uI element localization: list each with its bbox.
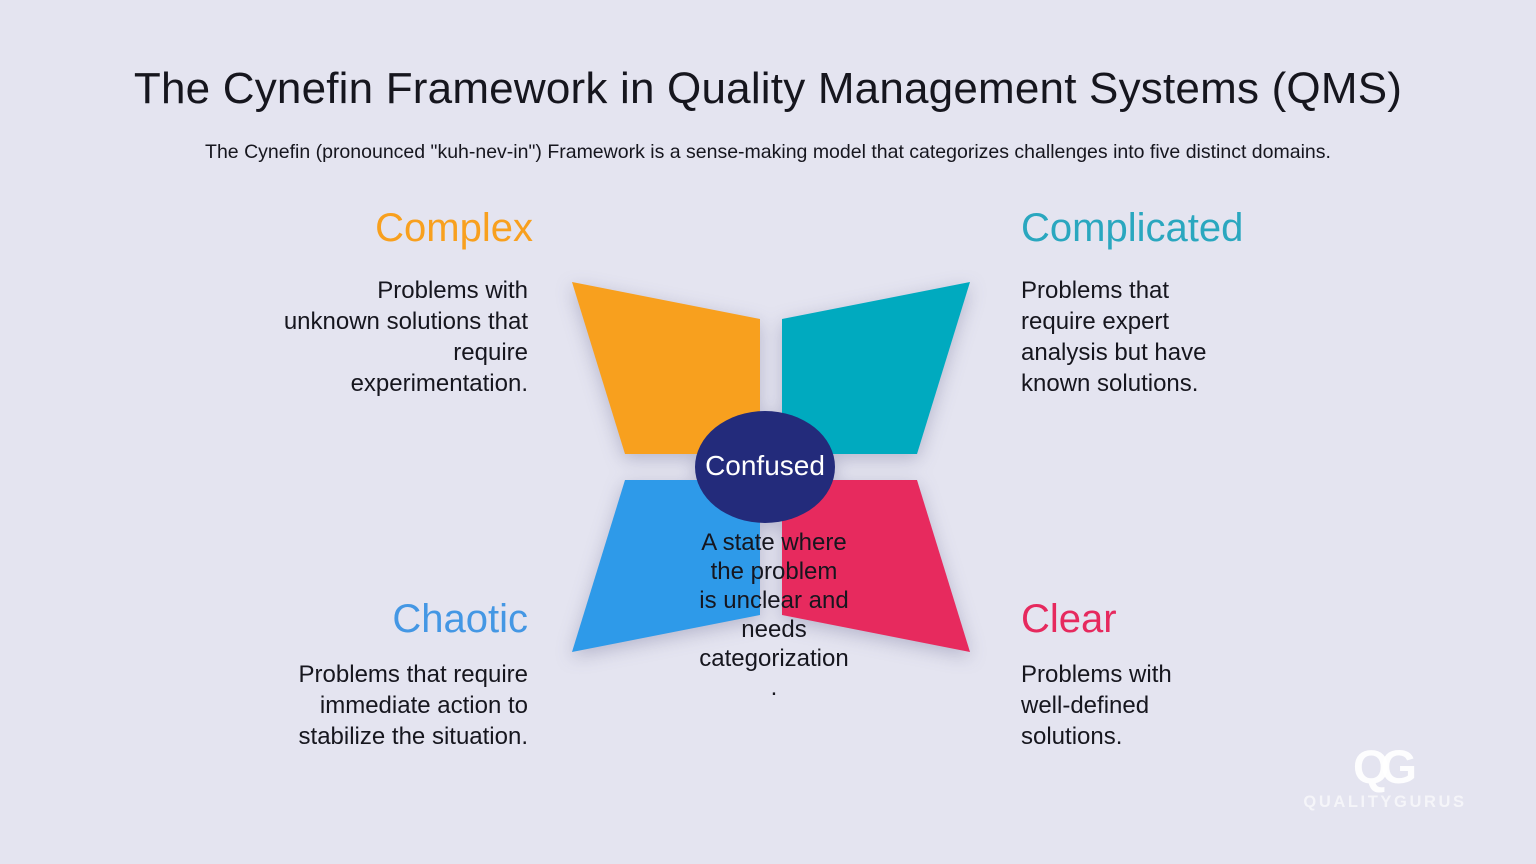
qualitygurus-logo: QG QUALITYGURUS (1280, 742, 1490, 812)
page-subtitle: The Cynefin (pronounced "kuh-nev-in") Fr… (205, 141, 1331, 163)
confused-center-circle (695, 411, 835, 523)
confused-label: Confused (705, 450, 825, 481)
complex-quadrant-shape (572, 282, 760, 454)
complicated-label: Complicated (1021, 206, 1244, 250)
confused-description: A state where the problem is unclear and… (699, 529, 849, 701)
page-title: The Cynefin Framework in Quality Managem… (133, 64, 1403, 113)
chaotic-description: Problems that require immediate action t… (298, 661, 528, 750)
clear-label: Clear (1021, 597, 1117, 641)
qualitygurus-wordmark: QUALITYGURUS (1303, 793, 1467, 811)
complicated-quadrant-shape (782, 282, 970, 454)
qg-monogram-icon: QG (1352, 740, 1417, 793)
complex-label: Complex (375, 206, 533, 250)
complicated-description: Problems that require expert analysis bu… (1021, 277, 1207, 397)
chaotic-label: Chaotic (392, 597, 528, 641)
clear-quadrant-shape (782, 480, 970, 652)
clear-description: Problems with well-defined solutions. (1021, 661, 1172, 750)
complex-description: Problems with unknown solutions that req… (283, 277, 528, 397)
chaotic-quadrant-shape (572, 480, 760, 652)
